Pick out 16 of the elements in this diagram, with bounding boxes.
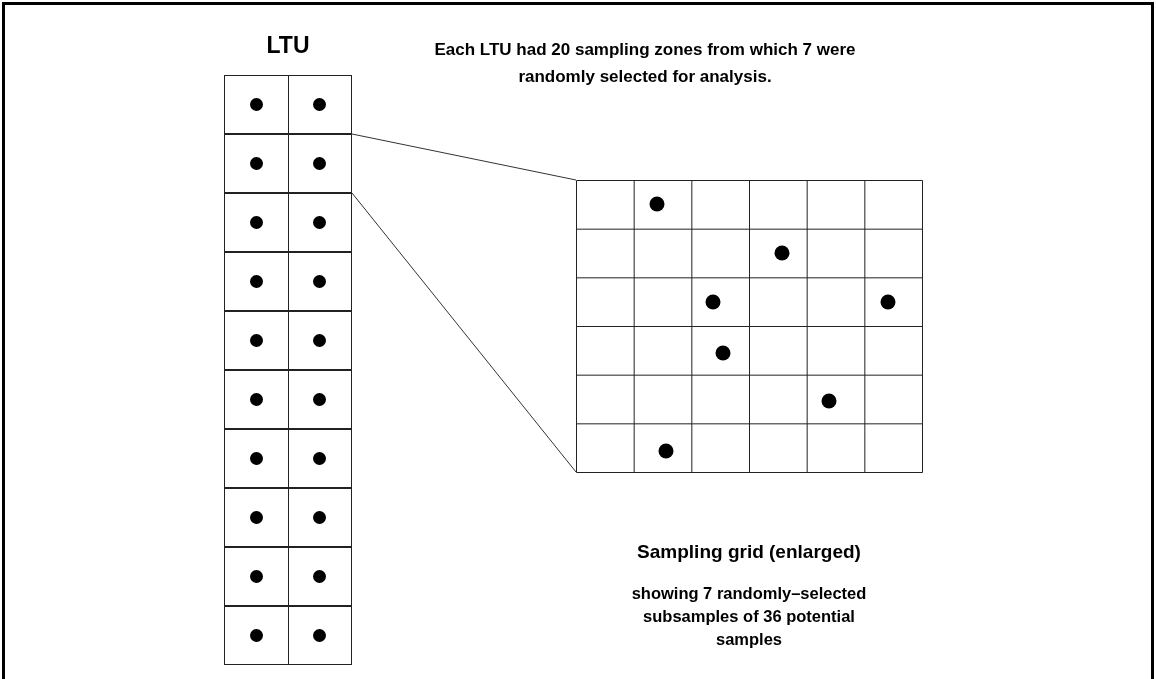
leader-line <box>351 192 577 473</box>
sampling-zone-row <box>224 547 352 606</box>
sampling-zone-row <box>224 193 352 252</box>
sampling-zone-row <box>224 252 352 311</box>
leader-line <box>351 133 577 181</box>
sampling-zone-row <box>224 429 352 488</box>
sampling-zone-row <box>224 370 352 429</box>
grid-description: showing 7 randomly–selected subsamples of 36 potential samples <box>630 583 868 650</box>
sampling-zone-row <box>224 606 352 665</box>
sampling-zone-row <box>224 311 352 370</box>
column-heading: LTU <box>265 31 311 60</box>
sampling-zone-row <box>224 75 352 134</box>
grid-title: Sampling grid (enlarged) <box>636 540 862 564</box>
note-text: Each LTU had 20 sampling zones from which 7 were randomly selected for analysis. <box>433 39 857 88</box>
sampling-zone-row <box>224 134 352 193</box>
sampling-zone-row <box>224 488 352 547</box>
